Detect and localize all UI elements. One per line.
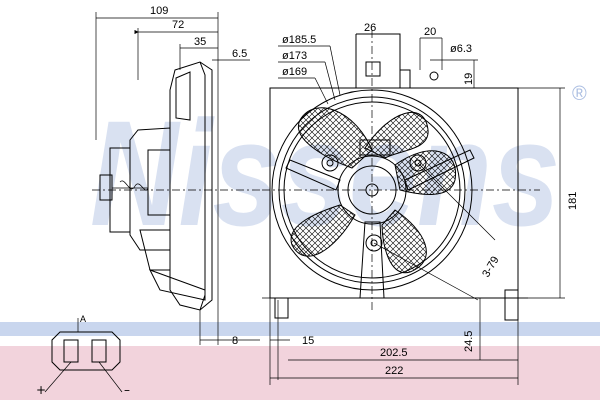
dim-202-5: 202.5	[380, 347, 408, 359]
dim-3-79: 3-79	[480, 254, 501, 279]
dim-26: 26	[364, 22, 376, 34]
dim-24-5: 24.5	[463, 331, 475, 352]
dim-8: 8	[232, 335, 238, 347]
dia-169: ø169	[282, 66, 307, 78]
negative-terminal: –	[124, 383, 130, 397]
dia-185-5: ø185.5	[282, 34, 316, 46]
front-dimensions: ø185.5 ø173 ø169 ø6.3 26 20 19 181 3-79 …	[282, 22, 579, 377]
dim-15: 15	[302, 335, 314, 347]
connector-pin-label: A	[80, 314, 86, 324]
pink-band	[0, 346, 600, 400]
fan-blade	[297, 107, 373, 169]
fan-blade	[290, 204, 356, 257]
fan-blade	[381, 209, 427, 274]
dim-6-5: 6.5	[232, 48, 247, 60]
electrical-connector: A + –	[36, 314, 130, 397]
dim-109: 109	[150, 5, 168, 17]
dia-173: ø173	[282, 50, 307, 62]
dim-20: 20	[424, 26, 436, 38]
dim-19: 19	[463, 73, 475, 85]
fan-blade	[364, 112, 429, 159]
dim-181: 181	[567, 192, 579, 210]
registered-mark: ®	[572, 83, 587, 105]
dia-6-3: ø6.3	[450, 43, 472, 55]
dim-72: 72	[172, 19, 184, 31]
side-view	[92, 12, 260, 345]
side-dimensions: 109 72 35 6.5 8	[150, 5, 247, 347]
front-view	[262, 30, 565, 385]
blue-band	[0, 322, 600, 336]
positive-terminal: +	[36, 383, 46, 397]
dim-35: 35	[194, 36, 206, 48]
dim-222: 222	[385, 365, 403, 377]
